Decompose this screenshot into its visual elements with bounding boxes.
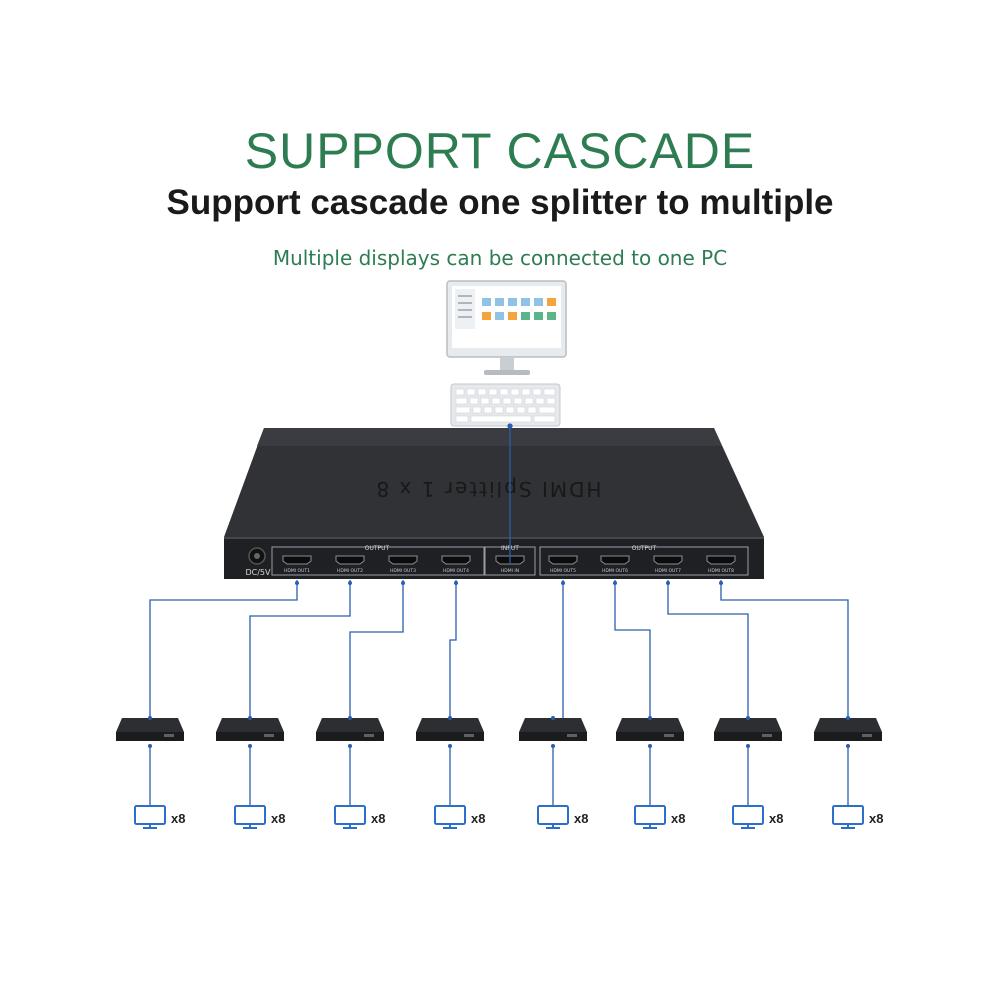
power-label: DC/5V: [245, 568, 271, 577]
hdmi-port-out2: [335, 555, 365, 565]
hdmi-port-out7: [653, 555, 683, 565]
hdmi-port-out3: [388, 555, 418, 565]
display-count-label: x8: [769, 811, 783, 826]
headline-subtitle: Support cascade one splitter to multiple: [166, 183, 834, 222]
port-label-out2: HDMI OUT2: [337, 568, 363, 574]
port-label-out4: HDMI OUT4: [443, 568, 469, 574]
display-icon: [334, 805, 366, 829]
port-label-out1: HDMI OUT1: [284, 568, 310, 574]
splitter-top-label: HDMI Splitter 1 x 8: [374, 477, 601, 501]
display-count-label: x8: [869, 811, 883, 826]
pc-monitor-icon: [446, 280, 567, 375]
cascade-unit-6: x8: [616, 716, 685, 829]
display-count-label: x8: [671, 811, 685, 826]
cable-out1: [149, 580, 298, 718]
cable-out3: [349, 580, 404, 718]
cascade-unit-3: x8: [316, 716, 385, 829]
cascade-unit-4: x8: [416, 716, 485, 829]
cascade-unit-8: x8: [814, 716, 883, 829]
display-count-label: x8: [471, 811, 485, 826]
hdmi-splitter-device: HDMI Splitter 1 x 8 DC/5V OUTPUT INPUT O…: [224, 428, 764, 579]
display-count-label: x8: [171, 811, 185, 826]
mini-splitter-1: [116, 716, 184, 741]
display-icon: [832, 805, 864, 829]
display-icon: [434, 805, 466, 829]
port-label-out7: HDMI OUT7: [655, 568, 681, 574]
output-group-label-left: OUTPUT: [365, 545, 390, 552]
port-label-out6: HDMI OUT6: [602, 568, 628, 574]
mini-splitter-7: [714, 716, 782, 741]
cascade-unit-2: x8: [216, 716, 285, 829]
port-label-out8: HDMI OUT8: [708, 568, 734, 574]
cascade-unit-5: x8: [519, 716, 588, 829]
cable-out8: [720, 580, 849, 718]
hdmi-port-out6: [600, 555, 630, 565]
display-icon: [537, 805, 569, 829]
output-cables: [149, 580, 849, 718]
mini-splitter-5: [519, 716, 587, 741]
keyboard-icon: [450, 383, 561, 427]
display-icon: [732, 805, 764, 829]
port-label-in: HDMI IN: [501, 568, 519, 574]
port-label-out3: HDMI OUT3: [390, 568, 416, 574]
display-count-label: x8: [271, 811, 285, 826]
output-group-label-right: OUTPUT: [632, 545, 657, 552]
hdmi-port-out1: [282, 555, 312, 565]
mini-splitter-8: [814, 716, 882, 741]
diagram-caption: Multiple displays can be connected to on…: [272, 246, 728, 270]
cascade-unit-1: x8: [116, 716, 185, 829]
display-icon: [234, 805, 266, 829]
hdmi-port-out4: [441, 555, 471, 565]
cascade-unit-7: x8: [714, 716, 783, 829]
cable-out7: [667, 580, 749, 718]
cable-out4: [449, 580, 457, 718]
cable-out6: [614, 580, 651, 718]
hdmi-port-out5: [548, 555, 578, 565]
cable-out2: [249, 580, 351, 718]
mini-splitter-3: [316, 716, 384, 741]
display-count-label: x8: [574, 811, 588, 826]
headline-title: SUPPORT CASCADE: [244, 123, 756, 179]
display-icon: [134, 805, 166, 829]
mini-splitter-2: [216, 716, 284, 741]
mini-splitter-6: [616, 716, 684, 741]
mini-splitter-4: [416, 716, 484, 741]
hdmi-port-out8: [706, 555, 736, 565]
port-label-out5: HDMI OUT5: [550, 568, 576, 574]
input-cable: [507, 423, 513, 563]
display-count-label: x8: [371, 811, 385, 826]
display-icon: [634, 805, 666, 829]
